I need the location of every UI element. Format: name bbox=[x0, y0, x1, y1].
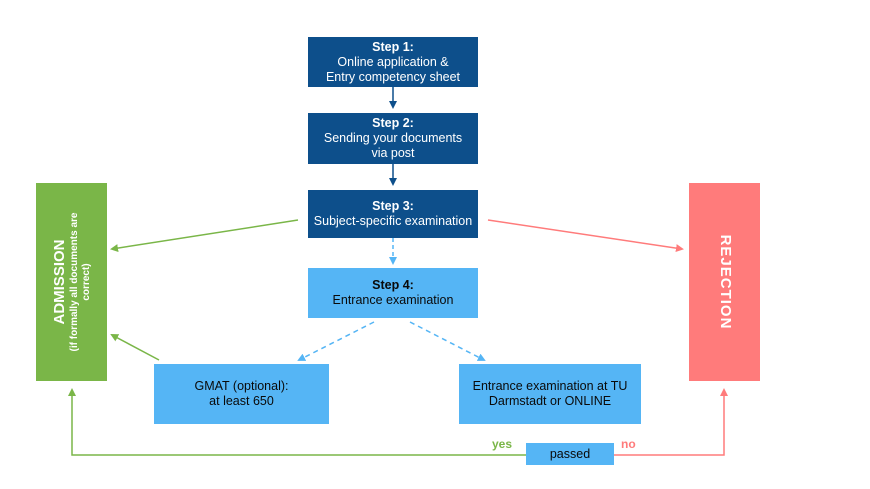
admission-subtitle-line1: (if formally all documents are bbox=[68, 212, 80, 352]
entrance-exam-line1: Entrance examination at TU bbox=[472, 379, 628, 393]
step2-title: Step 2: bbox=[372, 116, 414, 130]
gmat-line2: at least 650 bbox=[209, 394, 274, 408]
arrow-step3-admission bbox=[110, 219, 299, 253]
step3-line1: Subject-specific examination bbox=[313, 214, 473, 228]
step3-box: Step 3: Subject-specific examination bbox=[308, 190, 478, 238]
admission-title: ADMISSION bbox=[50, 239, 68, 325]
arrow-passed-rejection bbox=[614, 388, 728, 456]
step2-box: Step 2: Sending your documents via post bbox=[308, 113, 478, 164]
step4-line1: Entrance examination bbox=[332, 293, 454, 307]
no-label: no bbox=[621, 437, 636, 451]
step4-box: Step 4: Entrance examination bbox=[308, 268, 478, 318]
entrance-exam-box: Entrance examination at TU Darmstadt or … bbox=[459, 364, 641, 424]
gmat-line1: GMAT (optional): bbox=[194, 379, 289, 393]
step4-title: Step 4: bbox=[372, 278, 414, 292]
arrow-step4-exam bbox=[409, 321, 486, 361]
arrow-gmat-admission bbox=[110, 334, 160, 361]
arrow-step3-rejection bbox=[487, 219, 684, 253]
admission-text: ADMISSION (if formally all documents are… bbox=[51, 213, 93, 352]
admission-subtitle-line2: correct) bbox=[80, 263, 92, 301]
rejection-title: REJECTION bbox=[716, 234, 734, 330]
admission-box: ADMISSION (if formally all documents are… bbox=[36, 183, 107, 381]
passed-box: passed bbox=[526, 443, 614, 465]
gmat-box: GMAT (optional): at least 650 bbox=[154, 364, 329, 424]
step1-line1: Online application & bbox=[337, 54, 449, 69]
step2-line2: via post bbox=[371, 146, 415, 160]
step3-title: Step 3: bbox=[372, 199, 414, 213]
rejection-box: REJECTION bbox=[689, 183, 760, 381]
arrow-passed-admission bbox=[68, 388, 526, 456]
rejection-text: REJECTION bbox=[716, 234, 734, 330]
step2-line1: Sending your documents bbox=[323, 131, 463, 145]
yes-label: yes bbox=[492, 437, 513, 451]
step1-box: Step 1: Online application & Entry compe… bbox=[308, 37, 478, 87]
step1-title: Step 1: bbox=[372, 39, 414, 54]
passed-label: passed bbox=[549, 446, 591, 461]
step1-line2: Entry competency sheet bbox=[325, 69, 461, 84]
arrow-step4-gmat bbox=[297, 321, 375, 361]
entrance-exam-line2: Darmstadt or ONLINE bbox=[488, 394, 612, 408]
